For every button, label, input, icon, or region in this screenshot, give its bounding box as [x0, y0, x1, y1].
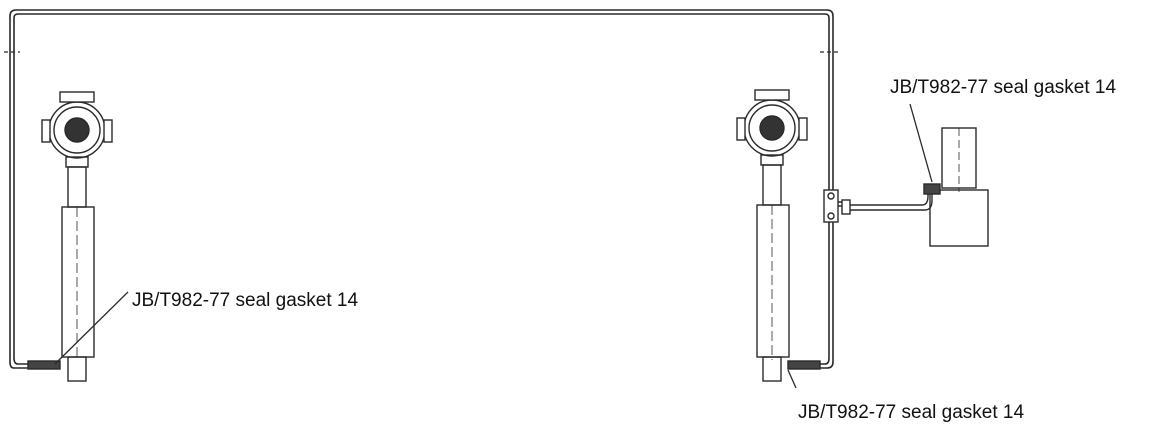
side-connection: [823, 186, 933, 223]
callout-left-bottom: JB/T982-77 seal gasket 14: [132, 290, 358, 311]
leader-right-bottom: [787, 369, 797, 389]
leader-right-top: [909, 103, 933, 183]
callout-right-bottom: JB/T982-77 seal gasket 14: [798, 402, 1024, 423]
side-device: [923, 127, 989, 247]
leader-left-bottom: [54, 291, 129, 365]
right-transmitter: [736, 89, 821, 382]
leader-lines: [54, 103, 933, 389]
callout-right-top: JB/T982-77 seal gasket 14: [890, 77, 1116, 98]
left-transmitter: [27, 91, 113, 382]
tube-loop: [9, 9, 834, 369]
